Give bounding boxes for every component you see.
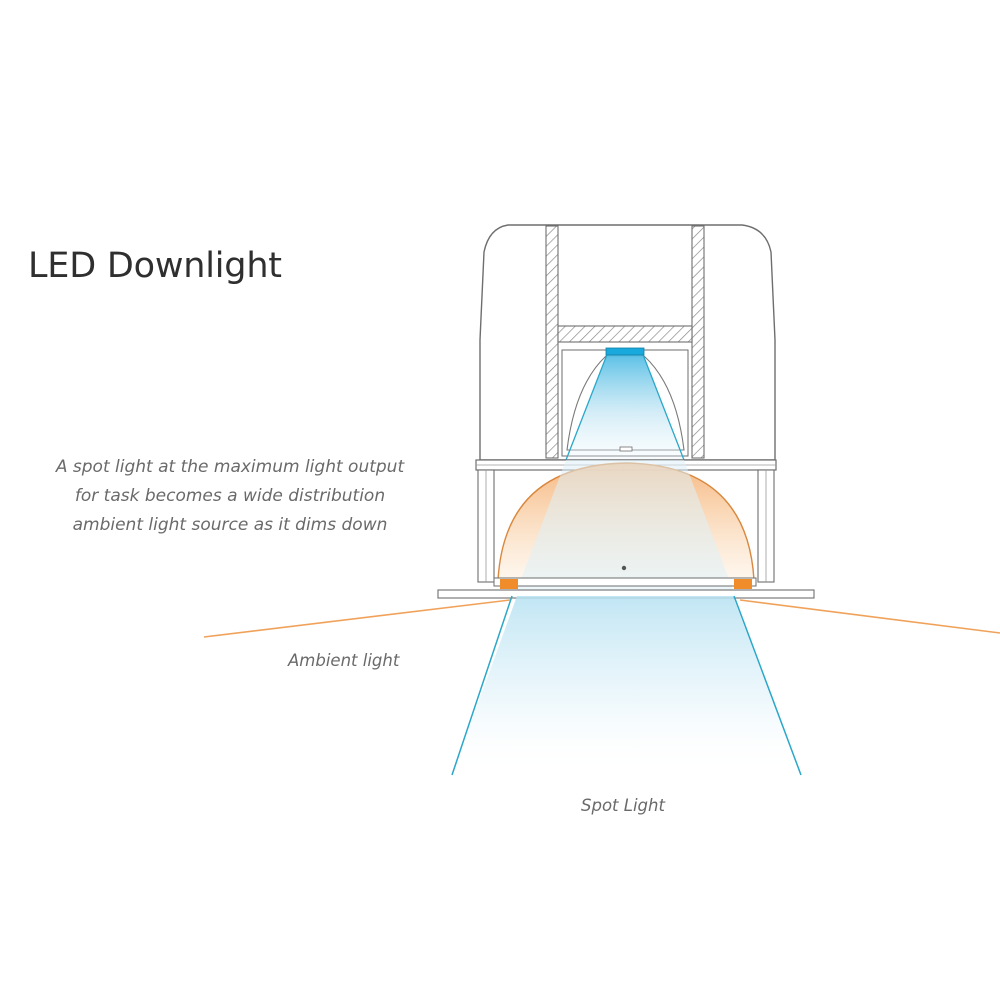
- left-hatched-wall: [545, 225, 559, 459]
- description-line-2: for task becomes a wide distribution: [74, 486, 386, 506]
- ambient-light-label: Ambient light: [288, 651, 400, 670]
- ambient-led-right: [734, 579, 752, 589]
- spot-beam-left-edge: [451, 595, 513, 776]
- spot-led-source: [605, 347, 645, 356]
- description-text: A spot light at the maximum light output…: [20, 453, 440, 540]
- bottom-trim: [493, 577, 757, 587]
- spot-beam-right-edge: [733, 595, 802, 776]
- spot-cone: [566, 352, 684, 460]
- ambient-beam-left: [203, 599, 511, 638]
- ambient-led-left: [500, 579, 518, 589]
- spot-beam-glow: [452, 596, 800, 775]
- ambient-beam-right: [739, 599, 1000, 634]
- right-hatched-wall: [691, 225, 705, 459]
- page-title: LED Downlight: [28, 246, 282, 286]
- description-line-3: ambient light source as it dims down: [72, 515, 388, 535]
- reflector-tab: [619, 446, 633, 452]
- spot-light-label: Spot Light: [581, 796, 665, 815]
- description-line-1: A spot light at the maximum light output: [55, 457, 405, 477]
- top-hatched-bar: [557, 325, 693, 343]
- spot-inner-beam: [517, 460, 733, 590]
